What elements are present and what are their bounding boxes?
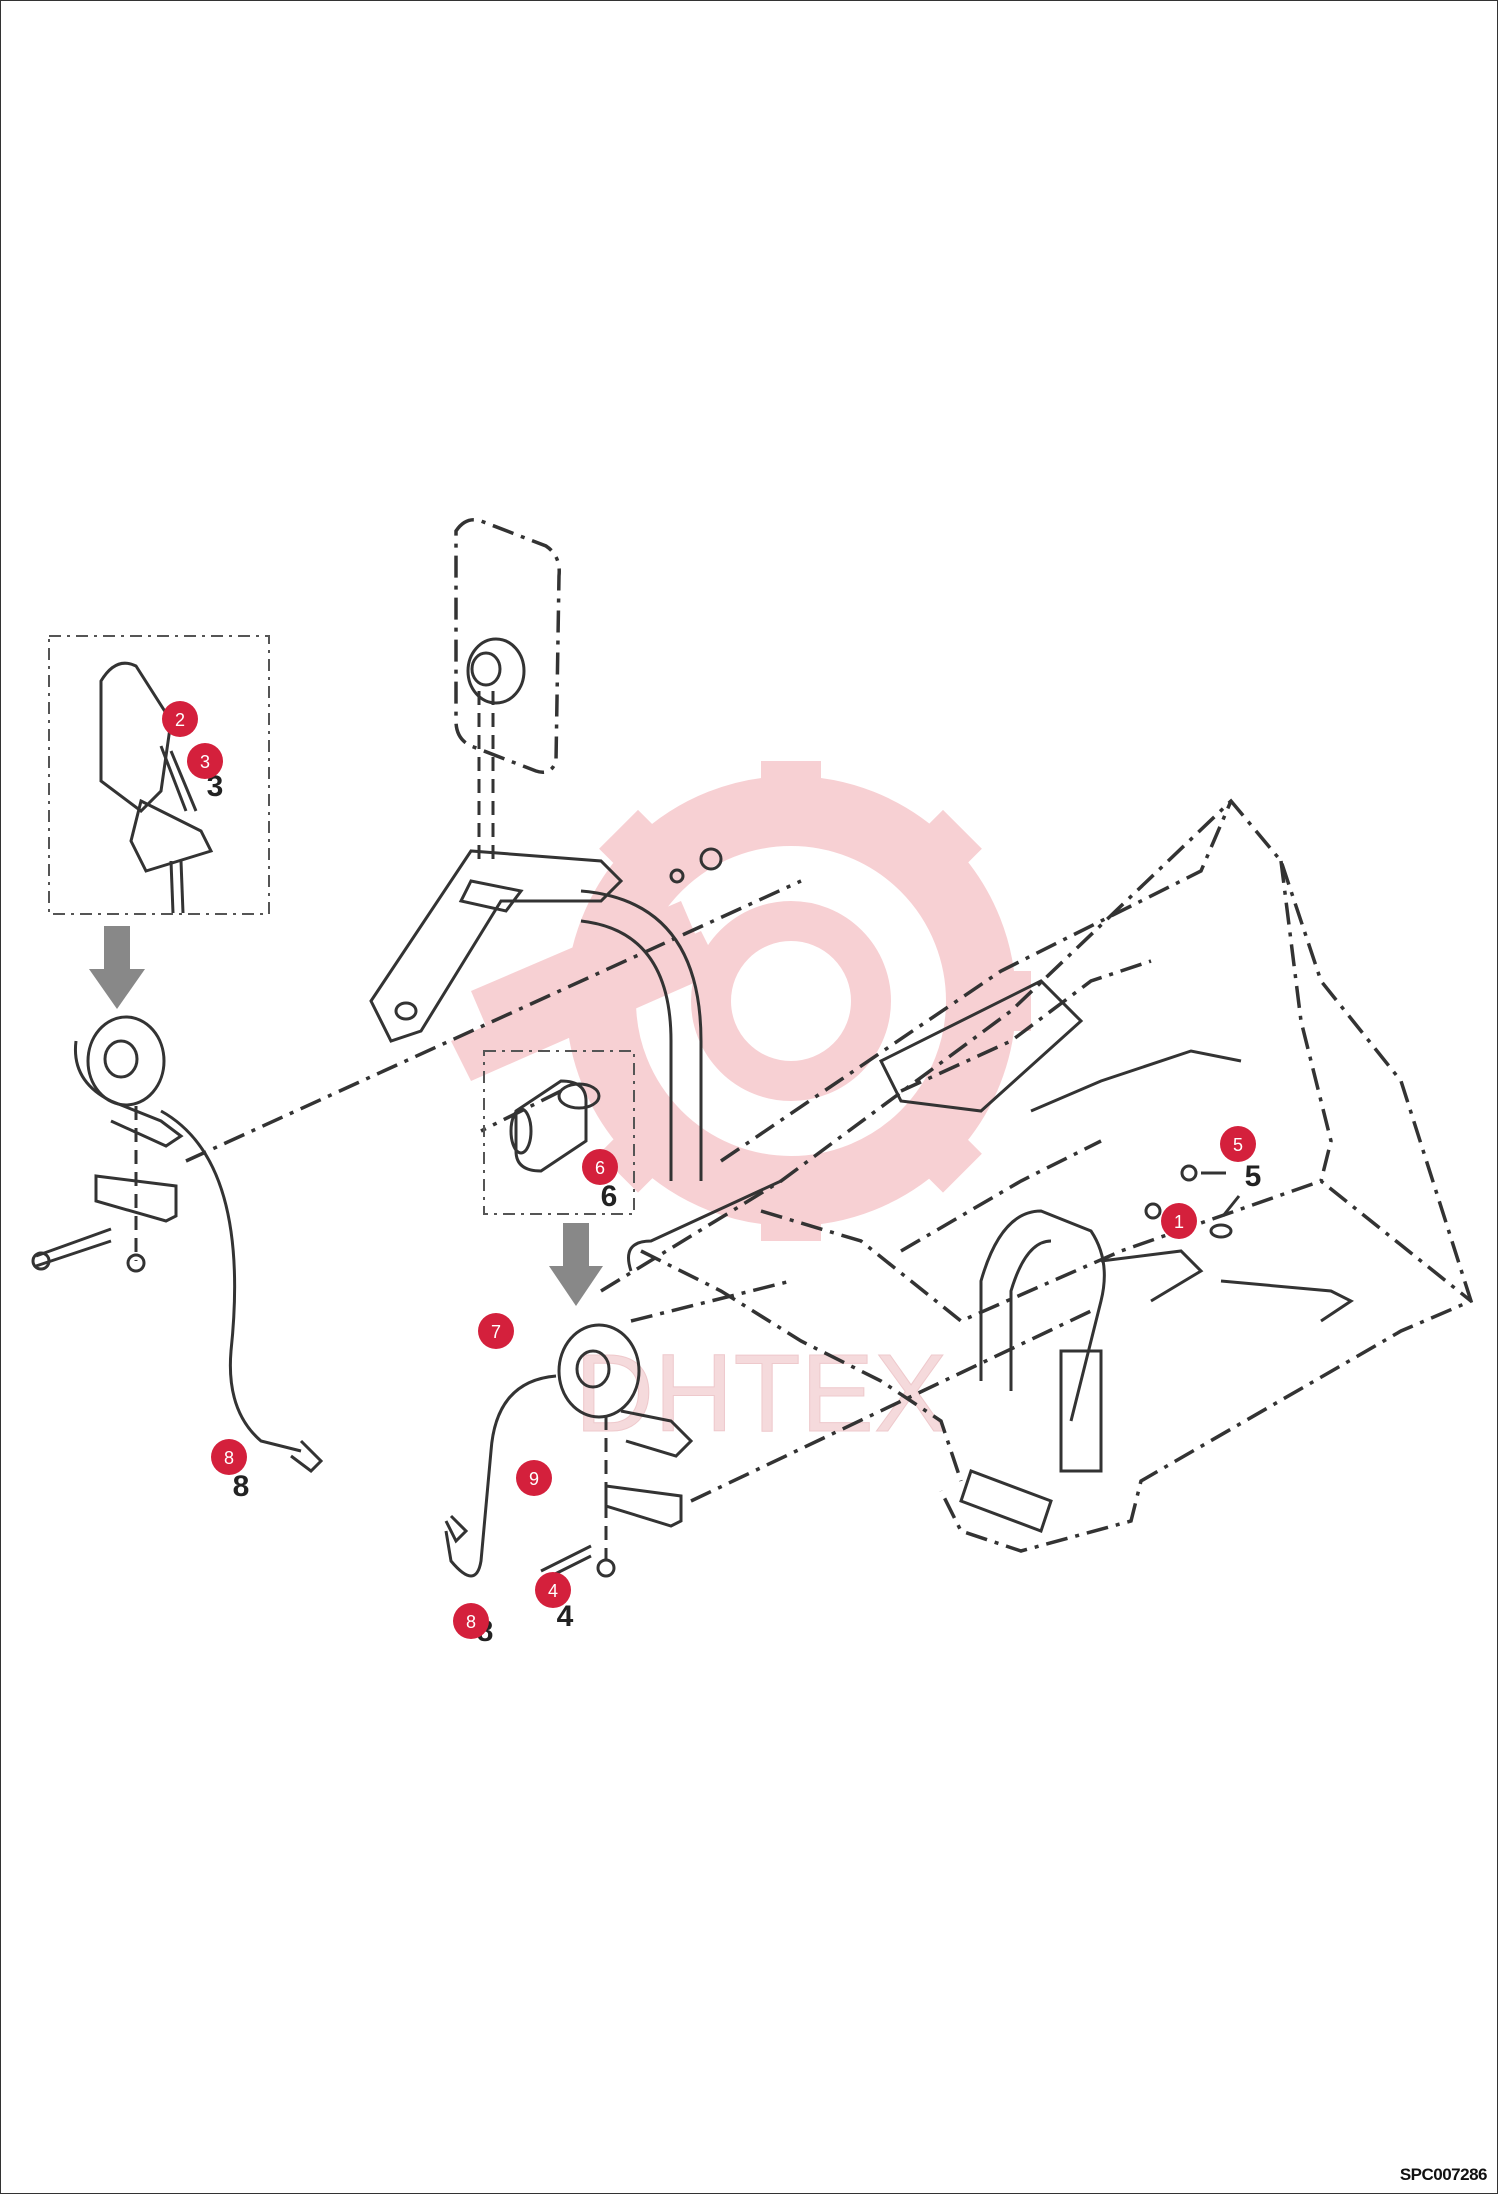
svg-text:7: 7: [491, 1322, 501, 1342]
svg-text:4: 4: [548, 1581, 558, 1601]
down-arrow-middle: [549, 1223, 603, 1306]
callout-1[interactable]: 1: [1161, 1203, 1197, 1239]
horn-assembly-left: [31, 1015, 324, 1473]
part-number-6: 6: [601, 1180, 618, 1213]
watermark-text: DHTEX: [575, 1332, 948, 1455]
drawing-code: SPC007286: [1399, 2165, 1488, 2184]
svg-text:9: 9: [529, 1469, 539, 1489]
svg-text:1: 1: [1174, 1212, 1184, 1232]
callout-8-left[interactable]: 8: [211, 1439, 247, 1475]
part-number-3: 3: [207, 770, 224, 803]
callout-5[interactable]: 5: [1220, 1126, 1256, 1162]
svg-text:3: 3: [200, 752, 210, 772]
leader-line-mid: [480, 1089, 562, 1133]
fastener-washers: [1144, 1164, 1241, 1239]
part-number-5: 5: [1245, 1160, 1262, 1193]
callout-2[interactable]: 2: [162, 701, 198, 737]
down-arrow-left: [89, 926, 145, 1009]
svg-text:8: 8: [466, 1612, 476, 1632]
callout-7[interactable]: 7: [478, 1313, 514, 1349]
callout-9[interactable]: 9: [516, 1460, 552, 1496]
callout-4[interactable]: 4: [535, 1572, 571, 1608]
machine-frame-outline: [600, 798, 1474, 1553]
detail-box-lamp: [48, 635, 270, 915]
horn-assembly-right: [444, 1323, 694, 1583]
part-number-4: 4: [557, 1600, 574, 1633]
callout-8-right[interactable]: 8: [453, 1603, 489, 1639]
callout-6[interactable]: 6: [582, 1149, 618, 1185]
part-number-8-left: 8: [233, 1470, 250, 1503]
leader-line-right-upper: [630, 1279, 792, 1323]
mirror-bracket: [369, 847, 723, 1043]
leader-line-left: [185, 879, 802, 1163]
mirror-outline: [454, 518, 561, 861]
leader-line-right: [690, 1309, 1092, 1503]
svg-text:6: 6: [595, 1158, 605, 1178]
svg-text:2: 2: [175, 710, 185, 730]
svg-text:5: 5: [1233, 1135, 1243, 1155]
callout-markers: 1 2 3 4 5 6 7 8 8 9: [162, 701, 1256, 1639]
callout-3[interactable]: 3: [187, 743, 223, 779]
watermark-gear-logo: DHTEX: [451, 761, 1031, 1456]
svg-text:8: 8: [224, 1448, 234, 1468]
detail-box-connector: [483, 1050, 635, 1215]
